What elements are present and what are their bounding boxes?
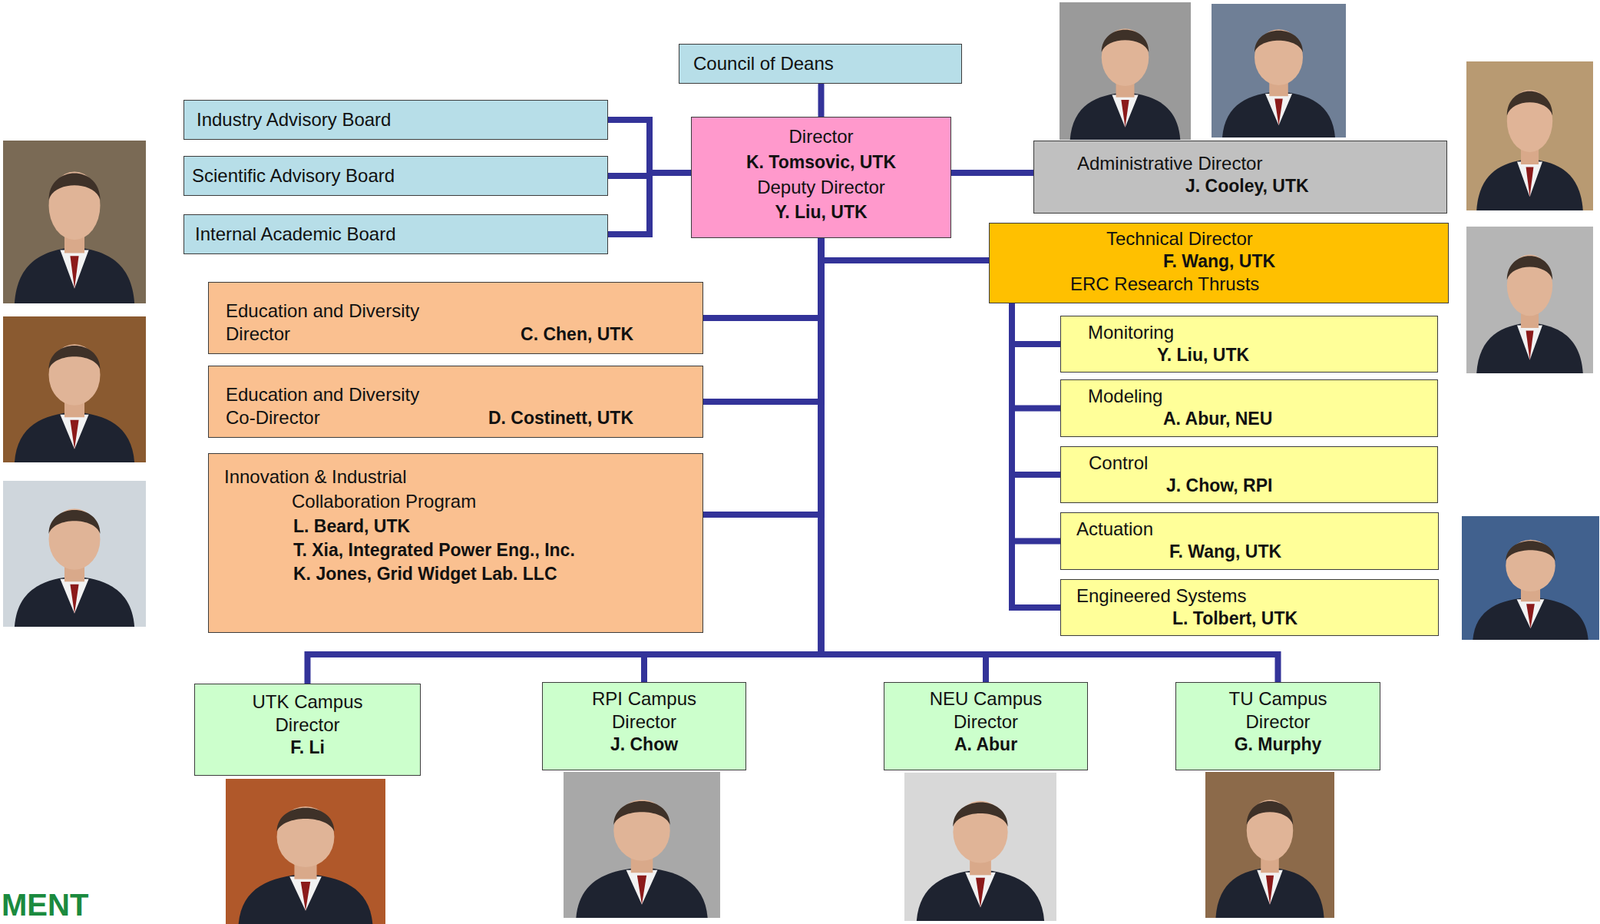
box-heading: TU Campus Director: [1201, 687, 1356, 734]
person-name: L. Beard, UTK: [224, 514, 688, 539]
org-connector: [703, 238, 822, 318]
box-heading: Innovation & Industrial Collaboration Pr…: [224, 464, 515, 515]
org-box: Internal Academic Board: [183, 214, 609, 255]
person-name: Y. Liu, UTK: [1068, 343, 1430, 367]
box-heading: Control: [1068, 451, 1430, 475]
person-name: T. Xia, Integrated Power Eng., Inc.: [224, 538, 688, 562]
org-connector: [1011, 303, 1061, 475]
box-heading: UTK Campus Director: [231, 690, 385, 737]
portrait-photo: [1466, 226, 1594, 374]
box-heading: Director: [699, 123, 943, 150]
portrait-photo: [1211, 3, 1346, 138]
person-name: C. Chen, UTK: [520, 323, 634, 346]
box-heading: Engineered Systems: [1068, 584, 1431, 608]
box-heading: Council of Deans: [693, 52, 948, 76]
person-name: J. Chow, RPI: [1068, 474, 1430, 497]
box-heading: Scientific Advisory Board: [191, 164, 600, 188]
box-heading: Actuation: [1068, 517, 1431, 541]
person-name: F. Wang, UTK: [997, 250, 1441, 273]
org-box: RPI Campus DirectorJ. Chow: [542, 681, 747, 771]
org-connector: [703, 238, 822, 515]
org-box: UTK Campus DirectorF. Li: [194, 683, 421, 776]
org-connector: [821, 238, 987, 682]
org-box: Engineered SystemsL. Tolbert, UTK: [1060, 578, 1439, 636]
org-box: ModelingA. Abur, NEU: [1060, 379, 1439, 437]
portrait-photo: [1205, 771, 1335, 918]
person-name: K. Tomsovic, UTK: [699, 149, 943, 175]
portrait-photo: [904, 772, 1057, 921]
person-name: K. Jones, Grid Widget Lab. LLC: [224, 561, 688, 586]
org-box: NEU Campus DirectorA. Abur: [883, 681, 1088, 771]
org-connector: [821, 238, 990, 261]
box-heading: Education and Diversity Co-Director: [225, 383, 449, 430]
person-name: Y. Liu, UTK: [699, 199, 943, 225]
person-name: A. Abur: [890, 733, 1081, 756]
org-box: Industry Advisory Board: [183, 99, 609, 140]
org-box: ControlJ. Chow, RPI: [1060, 446, 1439, 503]
box-heading: Administrative Director: [1041, 152, 1439, 176]
person-name: A. Abur, NEU: [1068, 407, 1430, 430]
person-name: J. Chow: [548, 733, 740, 756]
org-box: MonitoringY. Liu, UTK: [1060, 315, 1439, 373]
org-box: ActuationF. Wang, UTK: [1060, 512, 1439, 570]
portrait-photo: [563, 771, 721, 918]
box-heading: Internal Academic Board: [195, 222, 597, 246]
org-box: Council of Deans: [678, 43, 962, 84]
org-connector: [608, 119, 691, 173]
org-box: Scientific Advisory Board: [183, 155, 609, 196]
box-heading: RPI Campus Director: [567, 687, 721, 734]
org-connector: [951, 169, 1034, 176]
org-box: Education and Diversity Director C. Chen,…: [208, 281, 704, 354]
person-name: G. Murphy: [1182, 733, 1374, 756]
portrait-photo: [225, 778, 386, 924]
org-connector: [1011, 303, 1061, 542]
org-connector: [1011, 303, 1061, 344]
box-heading: Deputy Director: [699, 174, 943, 201]
portrait-photo: [3, 480, 146, 627]
box-heading: Education and Diversity Director: [225, 299, 449, 346]
person-name: F. Li: [201, 736, 414, 759]
box-heading: Industry Advisory Board: [196, 108, 596, 132]
portrait-photo: [3, 140, 146, 304]
portrait-photo: [1461, 515, 1600, 640]
person-name: L. Tolbert, UTK: [1068, 607, 1431, 630]
org-connector: [1011, 303, 1061, 608]
person-name: J. Cooley, UTK: [1041, 175, 1439, 198]
box-heading: Technical Director: [997, 227, 1441, 251]
org-box: Administrative DirectorJ. Cooley, UTK: [1033, 140, 1448, 214]
portrait-photo: [1466, 61, 1594, 211]
box-heading: NEU Campus Director: [909, 687, 1063, 734]
box-heading: ERC Research Thrusts: [997, 272, 1441, 296]
box-heading: Modeling: [1068, 384, 1430, 408]
org-box: TU Campus DirectorG. Murphy: [1175, 681, 1381, 771]
person-name: F. Wang, UTK: [1068, 540, 1431, 563]
org-connector: [1011, 303, 1061, 409]
org-connector: [608, 172, 691, 235]
portrait-photo: [1059, 2, 1191, 140]
org-box: Education and Diversity Co-Director D. Co…: [208, 365, 704, 438]
box-heading: Monitoring: [1068, 320, 1430, 344]
portrait-photo: [3, 316, 146, 463]
person-name: D. Costinett, UTK: [488, 406, 634, 430]
org-box: Technical DirectorF. Wang, UTKERC Resear…: [988, 222, 1449, 304]
footer-text: MENT: [1, 889, 89, 920]
org-connector: [818, 83, 825, 117]
org-box: DirectorK. Tomsovic, UTKDeputy DirectorY…: [690, 116, 952, 239]
org-box: Innovation & Industrial Collaboration Pr…: [208, 452, 704, 633]
org-connector: [703, 238, 822, 402]
